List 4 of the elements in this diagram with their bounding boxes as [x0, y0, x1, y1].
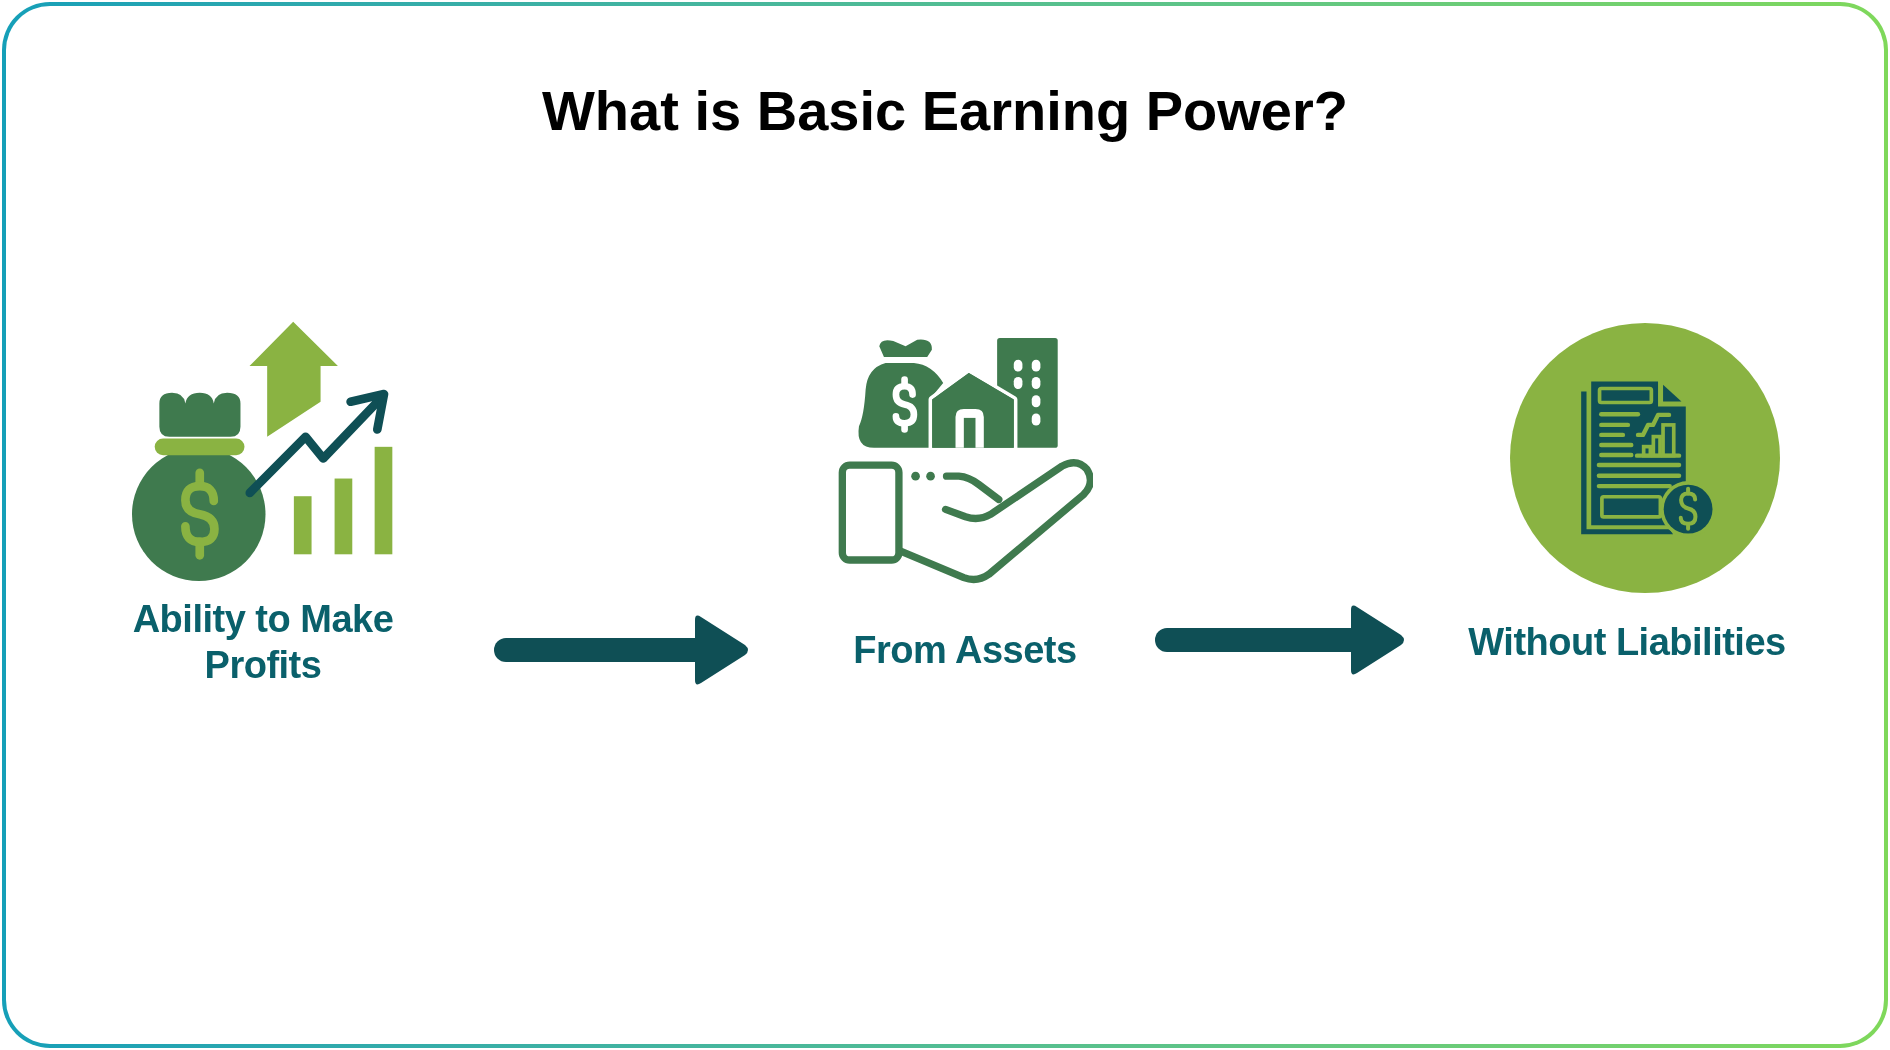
node-label: From Assets: [853, 628, 1077, 673]
node-label: Without Liabilities: [1468, 620, 1786, 665]
node-label: Ability to Make Profits: [131, 597, 395, 688]
title: What is Basic Earning Power?: [542, 78, 1348, 144]
